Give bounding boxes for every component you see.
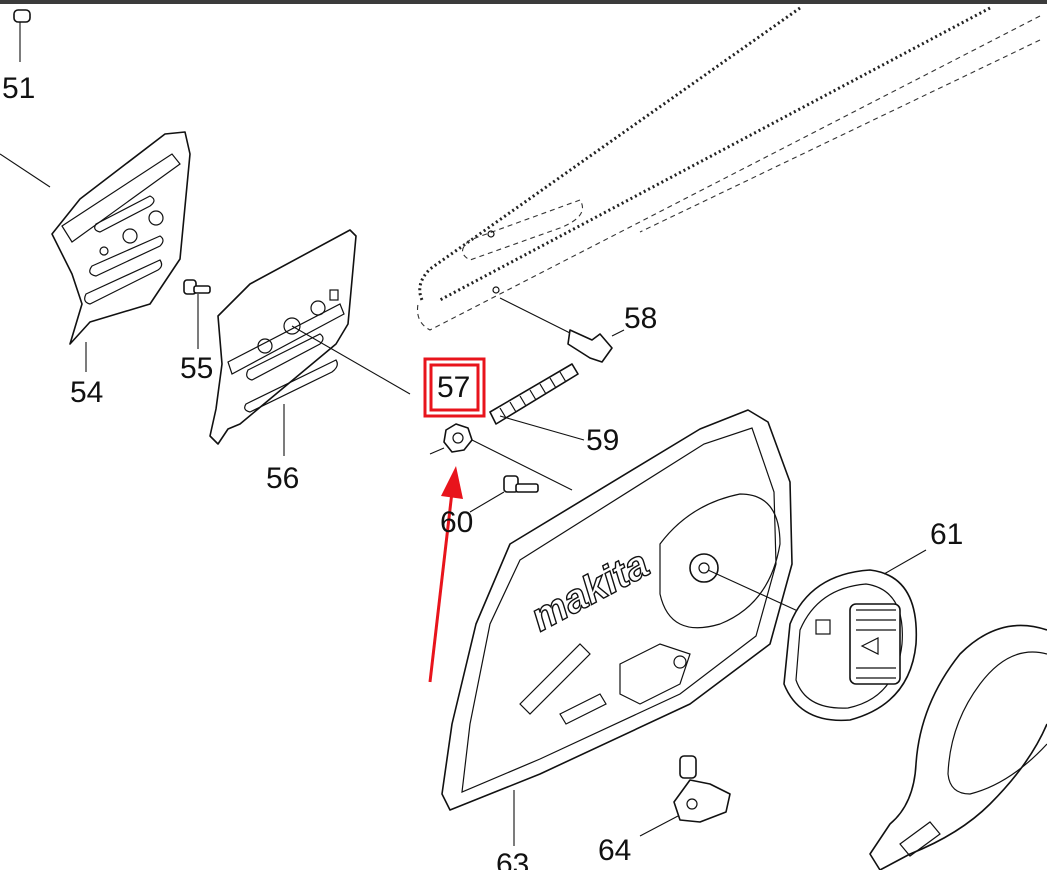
part-63-sprocket-cover — [441, 409, 801, 846]
part-64-knob — [639, 755, 731, 837]
callout-63: 63 — [496, 848, 529, 870]
callout-59: 59 — [586, 424, 619, 457]
callout-64: 64 — [598, 834, 631, 867]
callout-55: 55 — [180, 352, 213, 385]
callout-57: 57 — [437, 371, 470, 404]
callout-54: 54 — [70, 376, 103, 409]
callout-56: 56 — [266, 462, 299, 495]
part-60-screw — [469, 475, 539, 513]
part-ring-right — [869, 624, 1047, 870]
part-54-outer-plate — [51, 131, 191, 372]
callout-58: 58 — [624, 302, 657, 335]
window-top-edge — [0, 0, 1047, 4]
callout-60: 60 — [440, 506, 473, 539]
highlight-box-inner — [429, 363, 480, 412]
guide-bar-dashed-outline — [416, 6, 1041, 331]
part-61-dial — [783, 549, 927, 722]
pointer-arrow — [428, 466, 463, 683]
parts-diagram: 51 54 55 56 — [0, 6, 1047, 870]
part-55-bolt — [183, 279, 211, 349]
part-57-nut — [429, 423, 573, 491]
part-56-inner-plate — [209, 229, 411, 456]
callout-51: 51 — [2, 72, 35, 105]
highlight-box-outer — [423, 357, 486, 418]
part-51-screw — [13, 9, 31, 62]
callout-61: 61 — [930, 518, 963, 551]
part-59-threaded-stud — [489, 363, 585, 441]
part-58-bar-stud — [499, 297, 625, 363]
